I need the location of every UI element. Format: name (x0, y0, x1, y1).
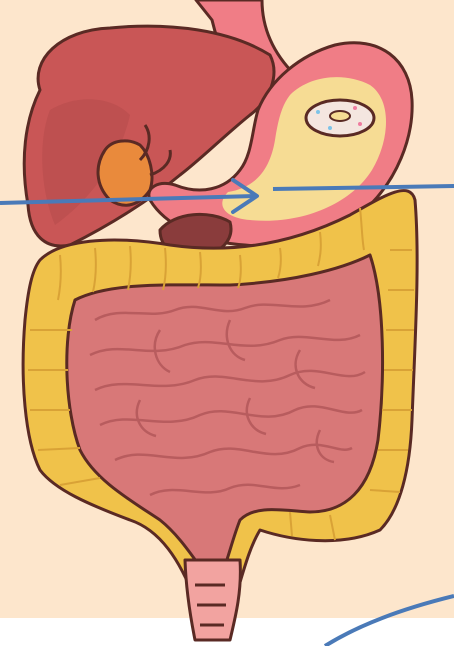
food-in-stomach (306, 100, 374, 136)
rectum (185, 560, 240, 640)
gallbladder (98, 141, 152, 205)
